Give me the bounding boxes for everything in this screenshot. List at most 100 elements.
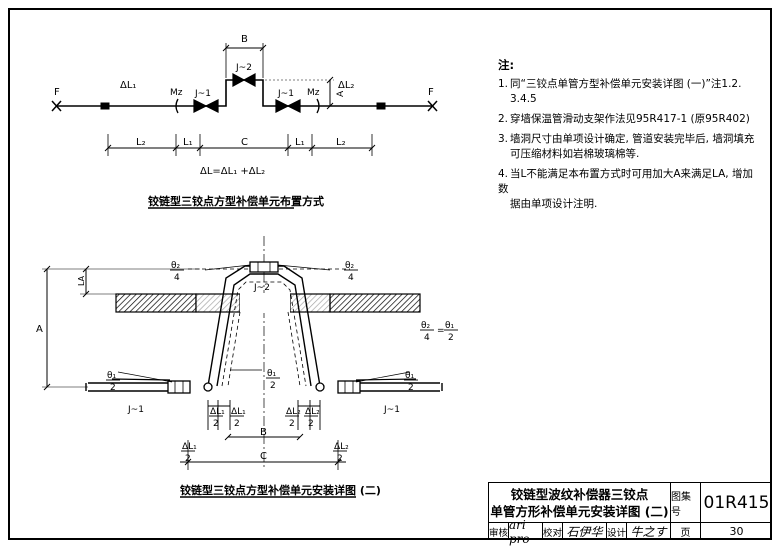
notes-panel: 注: 1.同“三铰点单管方型补偿单元安装详图 (一)”注1.2. 3.4.5 2… (498, 58, 763, 217)
check-label: 校对 (542, 522, 562, 540)
detail-hinge-j1-right-icon (315, 380, 361, 394)
label-l2-left: L₂ (136, 137, 146, 148)
hinge-joint-j1-left-icon (193, 99, 219, 113)
relation-left-num: θ₂ (421, 321, 431, 331)
label-l1-right: L₁ (295, 137, 305, 148)
dl2-half-a-num: ΔL₂ (286, 407, 301, 417)
dl1-half-b-den: 2 (234, 419, 240, 429)
note-item: 2.穿墙保温管滑动支架作法见95R417-1 (原95R402) (498, 112, 763, 127)
svg-text:=: = (437, 326, 445, 336)
detail-label-b: B (260, 427, 267, 438)
dl2-half-a-den: 2 (289, 419, 295, 429)
label-mz-right: Mz (307, 88, 320, 98)
label-dl1: ΔL₁ (120, 80, 136, 91)
notes-heading: 注: (498, 58, 515, 72)
label-f-left: F (54, 87, 60, 98)
theta1-center-den: 2 (270, 381, 276, 391)
fixed-support-right-icon (427, 100, 438, 112)
note-number: 3. (498, 133, 509, 145)
label-b: B (241, 34, 248, 45)
note-text: 当L不能满足本布置方式时可用加大A来满足LA, 增加数 (498, 168, 753, 195)
design-signature: 牛之す (626, 522, 670, 540)
note-item: 1.同“三铰点单管方型补偿单元安装详图 (一)”注1.2. 3.4.5 (498, 77, 763, 107)
hinge-joint-j2-icon (232, 72, 256, 88)
top-diagram (51, 43, 438, 209)
review-label: 审核 (488, 522, 508, 540)
dl1-half-a-num: ΔL₁ (210, 407, 225, 417)
label-j1-left: J~1 (194, 89, 211, 99)
label-j1-right: J~1 (277, 89, 294, 99)
theta2-right-den: 4 (348, 273, 354, 283)
label-c: C (241, 137, 248, 148)
dl2-half-b-num: ΔL₂ (305, 407, 320, 417)
label-a: A (336, 90, 346, 97)
fixed-support-left-icon (51, 100, 62, 112)
label-j2: J~2 (235, 63, 252, 73)
note-item: 3.墙洞尺寸由单项设计确定, 管道安装完毕后, 墙洞填充 可压缩材料如岩棉玻璃棉… (498, 132, 763, 162)
note-continuation: 可压缩材料如岩棉玻璃棉等. (510, 148, 640, 160)
dl1-outer-den: 2 (185, 454, 191, 464)
theta2-left-den: 4 (174, 273, 180, 283)
note-item: 4.当L不能满足本布置方式时可用加大A来满足LA, 增加数 据由单项设计注明. (498, 167, 763, 212)
detail-diagram-labels: θ₂ 4 θ₂ 4 J~2 θ₁ 2 θ₁ 2 θ₁ 2 J~1 J~1 A L… (36, 261, 455, 464)
atlas-code: 01R415 (700, 482, 772, 522)
title-block: 铰链型波纹补偿器三铰点 单管方形补偿单元安装详图 (二) 图集号 01R415 … (488, 482, 772, 546)
relation-left-den: 4 (424, 333, 430, 343)
formula-delta-l: ΔL=ΔL₁ +ΔL₂ (200, 166, 265, 177)
top-diagram-labels: F F ΔL₁ ΔL₂ Mz Mz J~1 J~1 J~2 B A L₂ L₁ … (54, 34, 434, 177)
label-l2-right: L₂ (336, 137, 346, 148)
design-label: 设计 (606, 522, 626, 540)
top-diagram-caption: 铰链型三铰点方型补偿单元布置方式 (148, 195, 324, 208)
page-number: 30 (700, 522, 772, 540)
label-l1-left: L₁ (183, 137, 193, 148)
detail-label-j1-left: J~1 (127, 405, 144, 415)
detail-label-la: LA (77, 275, 86, 286)
detail-label-j2: J~2 (253, 283, 270, 293)
theta1-right-num: θ₁ (405, 371, 415, 381)
note-number: 1. (498, 78, 509, 90)
label-dl2: ΔL₂ (338, 80, 354, 91)
dl2-half-b-den: 2 (308, 419, 314, 429)
detail-label-j1-right: J~1 (383, 405, 400, 415)
theta1-center-num: θ₁ (267, 369, 277, 379)
dl1-half-a-den: 2 (213, 419, 219, 429)
drawing-frame (8, 8, 772, 540)
wall-right (329, 293, 421, 313)
hinge-joint-j1-right-icon (275, 99, 301, 113)
dl1-half-b-num: ΔL₁ (231, 407, 246, 417)
drawing-title: 铰链型波纹补偿器三铰点 单管方形补偿单元安装详图 (二) (488, 482, 670, 522)
detail-hinge-j2-icon (249, 261, 279, 273)
theta2-left-num: θ₂ (171, 261, 181, 271)
drawing-title-line1: 铰链型波纹补偿器三铰点 (510, 486, 649, 502)
atlas-label: 图集号 (670, 482, 700, 522)
check-signature: 石伊华 (562, 522, 606, 540)
relation-right-num: θ₁ (445, 321, 455, 331)
dl2-outer-num: ΔL₂ (334, 442, 349, 452)
note-text: 穿墙保温管滑动支架作法见95R417-1 (原95R402) (510, 113, 750, 125)
theta1-left-num: θ₁ (107, 371, 117, 381)
relation-right-den: 2 (448, 333, 454, 343)
review-signature: ari pro (508, 518, 542, 546)
note-continuation: 3.4.5 (510, 93, 537, 105)
note-number: 2. (498, 113, 509, 125)
detail-diagram-caption: 铰链型三铰点方型补偿单元安装详图 (二) (180, 484, 381, 497)
theta1-left-den: 2 (110, 383, 116, 393)
label-mz-left: Mz (170, 88, 183, 98)
detail-label-c: C (260, 451, 267, 462)
dl1-outer-num: ΔL₁ (182, 442, 197, 452)
page-label: 页 (670, 522, 700, 540)
detail-label-a: A (36, 324, 43, 335)
dl2-outer-den: 2 (337, 454, 343, 464)
note-text: 同“三铰点单管方型补偿单元安装详图 (一)”注1.2. (510, 78, 742, 90)
wall-left (115, 293, 197, 313)
drawing-title-line2: 单管方形补偿单元安装详图 (二) (490, 503, 669, 519)
theta2-right-num: θ₂ (345, 261, 355, 271)
note-number: 4. (498, 168, 509, 180)
detail-hinge-j1-left-icon (167, 380, 213, 394)
label-f-right: F (428, 87, 434, 98)
note-text: 墙洞尺寸由单项设计确定, 管道安装完毕后, 墙洞填充 (510, 133, 755, 145)
detail-diagram (42, 236, 458, 498)
note-continuation: 据由单项设计注明. (510, 198, 598, 210)
theta1-right-den: 2 (408, 383, 414, 393)
